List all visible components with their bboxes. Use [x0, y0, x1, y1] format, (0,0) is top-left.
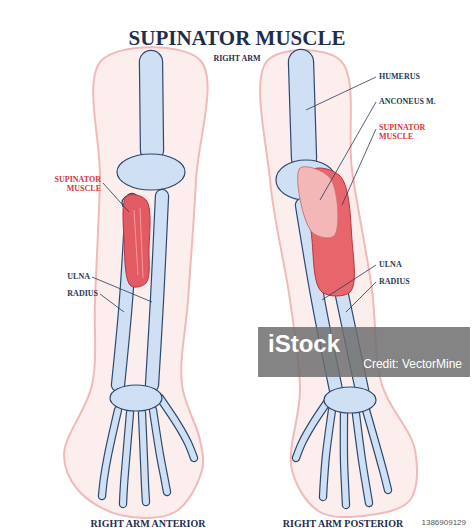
leader-line — [100, 294, 124, 312]
leader-line — [346, 282, 376, 312]
humerus-bone — [151, 62, 152, 150]
finger-bone — [142, 413, 146, 502]
finger-bone — [323, 410, 332, 497]
finger-bone — [366, 410, 388, 490]
humerus-bone — [301, 62, 304, 158]
watermark: iStock — [268, 330, 340, 358]
bone-label: HUMERUS — [379, 72, 420, 81]
watermark: Credit: VectorMine — [363, 358, 462, 372]
ulna-bone — [152, 196, 162, 385]
watermark-band — [258, 327, 470, 377]
muscle-label: ANCONEUS M. — [379, 97, 435, 106]
finger-bone — [366, 410, 388, 490]
finger-bone — [102, 410, 118, 496]
finger-bone — [102, 410, 118, 496]
carpal-bones — [324, 387, 376, 413]
finger-bone — [323, 410, 332, 497]
finger-bone — [296, 398, 330, 458]
ulna-bone — [152, 196, 162, 385]
bone-label: ULNA — [67, 272, 90, 281]
muscle-fiber — [134, 210, 138, 275]
elbow-condyles — [117, 154, 185, 190]
finger-bone — [160, 398, 194, 458]
leader-line — [320, 102, 376, 200]
humerus-bone — [301, 62, 304, 158]
view-caption: RIGHT ARM POSTERIOR — [283, 518, 403, 530]
finger-bone — [142, 413, 146, 502]
supinator-muscle — [123, 195, 150, 288]
watermark: 1386909129 — [422, 518, 467, 527]
skin-outline — [64, 47, 208, 518]
muscle-label: SUPINATOR MUSCLE — [39, 175, 101, 193]
bone-label: RADIUS — [379, 277, 410, 286]
anconeus-muscle — [298, 167, 338, 238]
finger-bone — [123, 413, 130, 504]
finger-bone — [153, 410, 167, 492]
finger-bone — [296, 398, 330, 458]
leader-line — [342, 129, 376, 205]
finger-bone — [344, 414, 346, 505]
view-caption: RIGHT ARM ANTERIOR — [91, 518, 206, 530]
finger-bone — [123, 413, 130, 504]
skin-outline — [260, 50, 417, 517]
bone-label: RADIUS — [67, 289, 98, 298]
finger-bone — [153, 410, 167, 492]
leader-line — [103, 183, 129, 212]
carpal-bones — [110, 385, 162, 411]
leader-line — [92, 277, 152, 302]
finger-bone — [160, 398, 194, 458]
muscle-label: SUPINATOR MUSCLE — [379, 123, 441, 141]
leader-line — [306, 77, 376, 110]
bone-label: ULNA — [379, 260, 402, 269]
muscle-fiber — [140, 208, 143, 278]
finger-bone — [344, 414, 346, 505]
diagram-title: SUPINATOR MUSCLE — [129, 26, 346, 50]
subtitle: RIGHT ARM — [213, 54, 260, 63]
leader-line — [322, 265, 376, 300]
humerus-bone — [151, 62, 152, 150]
